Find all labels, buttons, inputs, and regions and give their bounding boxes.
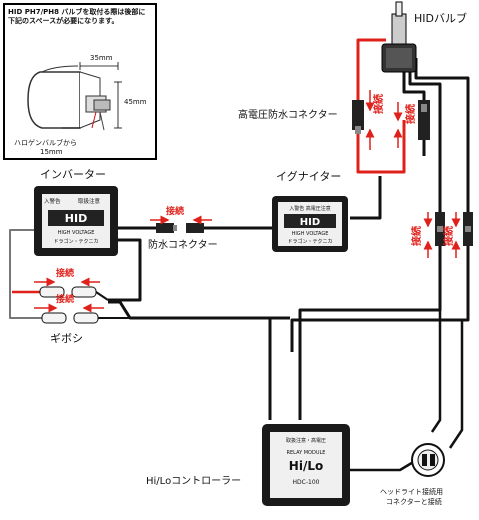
hid-bulb <box>381 1 417 73</box>
label-inverter: インバーター <box>40 168 106 181</box>
inverter-unit: 入警告 取扱注意 HID HIGH VOLTAGE ドラゴン・テクニカ <box>34 186 118 256</box>
connect-marker-right-a: 接続 <box>410 212 433 258</box>
inverter-voltage: HIGH VOLTAGE <box>58 230 95 236</box>
inverter-warning-b: 取扱注意 <box>78 197 101 205</box>
gibosi-connector-b <box>41 312 130 324</box>
connect-marker-gibosi-b: 接続 <box>34 293 104 313</box>
label-waterproof-connector: 防水コネクター <box>148 238 218 251</box>
dim-offset-line1: ハロゲンバルブから <box>14 138 77 147</box>
igniter-unit: 入警告 高電圧注意 HID HIGH VOLTAGE ドラゴン・テクニカ <box>272 196 348 252</box>
connect-text: 接続 <box>56 293 74 305</box>
igniter-warning: 入警告 高電圧注意 <box>289 205 331 212</box>
connect-marker-hv-left: 接続 <box>365 90 385 150</box>
connect-text: 接続 <box>372 94 385 114</box>
connect-text: 接続 <box>410 226 423 246</box>
headlight-connector <box>411 443 445 477</box>
label-hid-bulb: HIDバルブ <box>414 11 467 25</box>
connect-marker-gibosi-a: 接続 <box>34 267 100 287</box>
hv-connector <box>352 100 430 140</box>
inset-panel: HID PH7/PH8 バルブを取付る際は後部に 下記のスペースが必要になります… <box>3 3 157 160</box>
dim-width: 35mm <box>90 54 113 62</box>
label-controller: Hi/Loコントローラー <box>146 475 241 487</box>
label-igniter: イグナイター <box>276 169 341 183</box>
igniter-maker: ドラゴン・テクニカ <box>287 238 332 245</box>
inverter-logo: HID <box>65 212 87 225</box>
hilo-controller-unit: 取扱注意・高電圧 RELAY MODULE Hi/Lo HDC-100 <box>262 424 350 506</box>
igniter-logo: HID <box>300 217 320 228</box>
connect-marker-right-b: 接続 <box>442 212 461 258</box>
connect-marker-hv-right: 接続 <box>393 102 417 148</box>
connect-text: 接続 <box>442 226 455 246</box>
label-hv-connector: 高電圧防水コネクター <box>238 108 338 121</box>
inverter-warning-a: 入警告 <box>44 197 61 205</box>
gibosi-connector-a <box>39 286 109 301</box>
right-connectors <box>435 212 473 246</box>
connect-text: 接続 <box>404 104 417 124</box>
connect-marker-waterproof: 接続 <box>150 205 212 225</box>
controller-model: HDC-100 <box>293 479 320 486</box>
controller-warning: 取扱注意・高電圧 <box>286 437 326 444</box>
dim-offset-line2: 15mm <box>40 148 63 156</box>
igniter-voltage: HIGH VOLTAGE <box>292 231 329 237</box>
connect-text: 接続 <box>166 205 184 217</box>
controller-module: RELAY MODULE <box>287 450 326 456</box>
headlamp-sketch <box>27 62 122 131</box>
label-headlight-line1: ヘッドライト接続用 <box>380 487 443 496</box>
dim-height: 45mm <box>124 98 147 106</box>
waterproof-connector <box>156 223 204 233</box>
inverter-maker: ドラゴン・テクニカ <box>53 238 98 245</box>
label-headlight-line2: コネクターと接続 <box>386 497 442 506</box>
label-gibosi: ギボシ <box>50 332 83 345</box>
controller-logo: Hi/Lo <box>289 459 323 473</box>
connect-text: 接続 <box>56 267 74 279</box>
inset-note-line1: HID PH7/PH8 バルブを取付る際は後部に <box>8 7 145 16</box>
inset-note-line2: 下記のスペースが必要になります。 <box>8 16 118 25</box>
